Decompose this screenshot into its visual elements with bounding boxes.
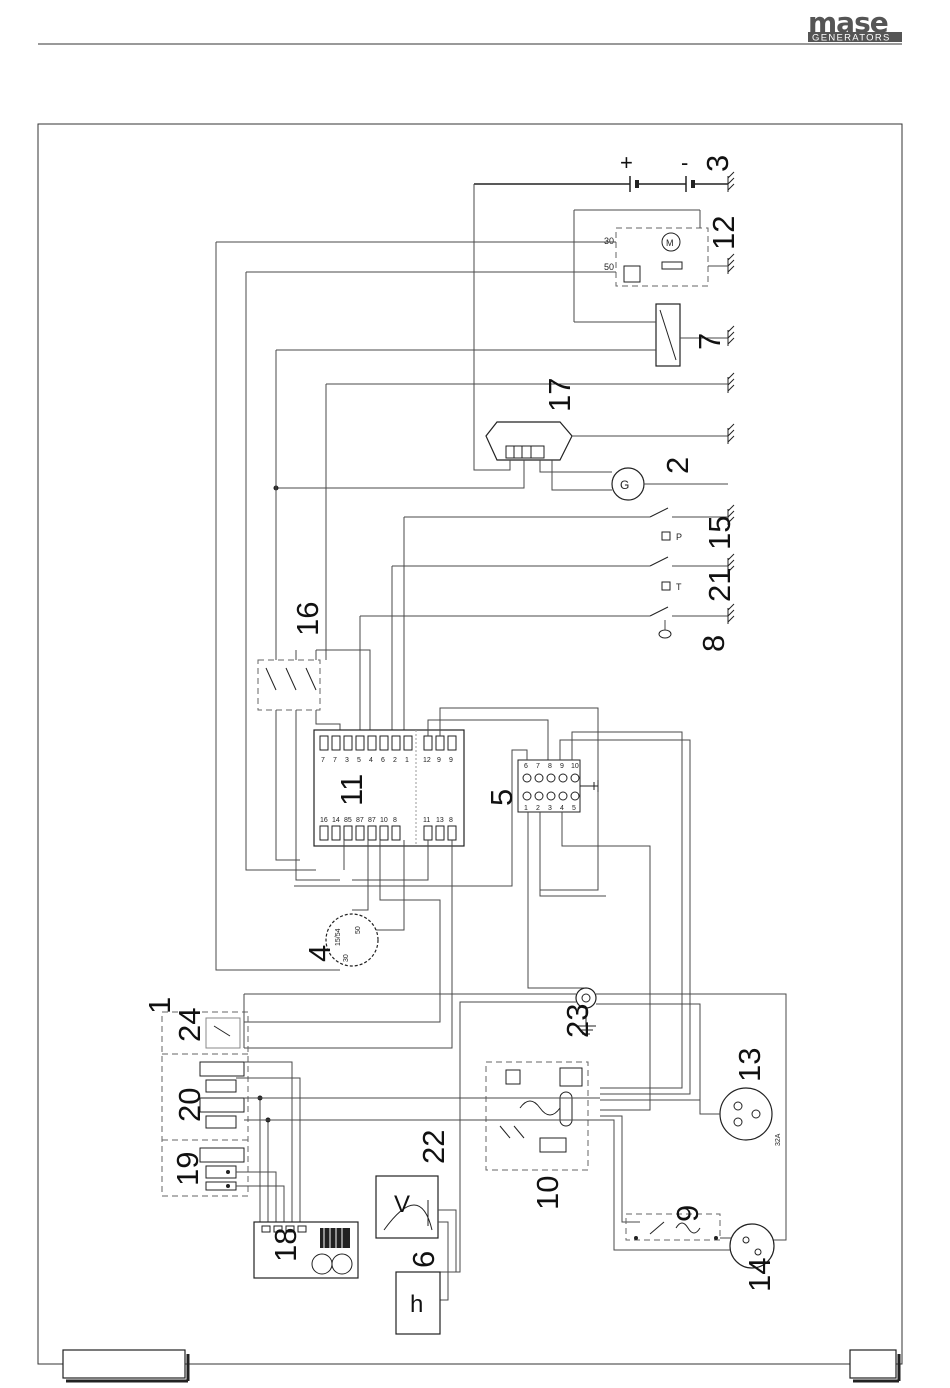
terminal-label: 9	[560, 763, 564, 770]
voltmeter-symbol: V	[394, 1191, 410, 1218]
socket-rating: 32A	[775, 1133, 782, 1146]
label-8: 8	[696, 635, 731, 652]
label-5: 5	[484, 789, 519, 806]
battery: + -	[474, 150, 728, 192]
motor-symbol: M	[666, 238, 674, 248]
pin-label: 11	[423, 817, 430, 824]
pin-label: 7	[333, 757, 337, 764]
fuel-level-switch	[360, 607, 728, 638]
footer-boxes	[63, 1350, 899, 1381]
pin-label: 13	[436, 817, 444, 824]
label-15: 15	[702, 516, 737, 550]
terminal-label: 7	[536, 763, 540, 770]
label-10: 10	[530, 1176, 565, 1210]
socket-32a: 32A	[700, 1088, 782, 1146]
label-2: 2	[660, 457, 695, 474]
pin-label: 1	[405, 757, 409, 764]
temperature-switch: T	[392, 557, 728, 592]
terminal-label: 6	[524, 763, 528, 770]
key-pin-30: 30	[343, 954, 350, 962]
terminal-label: 3	[548, 805, 552, 812]
voltage-regulator	[486, 422, 728, 460]
starter-pin-30: 30	[604, 236, 614, 246]
label-11: 11	[334, 774, 369, 806]
relay-top-right-pins: 12 9 9	[423, 736, 456, 764]
relay-bottom-right-pins: 11 13 8	[423, 817, 456, 840]
pin-label: 7	[321, 757, 325, 764]
pin-label: 87	[368, 817, 376, 824]
pin-label: 9	[449, 757, 453, 764]
label-13: 13	[732, 1048, 767, 1082]
label-3: 3	[700, 155, 735, 172]
ac-switchgear	[484, 1062, 640, 1250]
label-7: 7	[692, 333, 727, 350]
diagram-frame	[38, 124, 902, 1364]
label-12: 12	[706, 216, 741, 250]
pin-label: 10	[380, 817, 388, 824]
pin-label: 14	[332, 817, 340, 824]
pin-label: 6	[381, 757, 385, 764]
starter-motor: M 30 50	[604, 228, 708, 286]
label-16: 16	[290, 602, 325, 636]
pin-label: 85	[344, 817, 352, 824]
label-24: 24	[172, 1008, 207, 1042]
pin-label: 2	[393, 757, 397, 764]
label-6: 6	[406, 1251, 441, 1268]
hourmeter-symbol: h	[410, 1291, 423, 1318]
label-4: 4	[302, 945, 337, 962]
pin-label: 9	[437, 757, 441, 764]
label-22: 22	[416, 1130, 451, 1164]
terminal-label: 1	[524, 805, 528, 812]
terminal-label: 10	[571, 763, 579, 770]
pin-label: 16	[320, 817, 328, 824]
pin-label: 4	[369, 757, 373, 764]
terminal-label: 2	[536, 805, 540, 812]
label-14: 14	[742, 1258, 777, 1292]
brand-logo: mase GENERATORS	[808, 6, 902, 44]
key-pin-50: 50	[355, 926, 362, 934]
terminal-label: 5	[572, 805, 576, 812]
pin-label: 8	[393, 817, 397, 824]
pin-label: 5	[357, 757, 361, 764]
key-pin-1554: 15/54	[335, 928, 342, 946]
label-23: 23	[560, 1004, 595, 1038]
pin-label: 87	[356, 817, 364, 824]
pin-label: 12	[423, 757, 431, 764]
label-21: 21	[702, 568, 737, 602]
label-18: 18	[268, 1228, 303, 1262]
battery-plus: +	[620, 150, 633, 175]
label-20: 20	[172, 1088, 207, 1122]
temp-switch-label: T	[676, 582, 682, 592]
oil-pressure-switch: P	[404, 508, 728, 542]
hour-meter: h	[396, 1272, 440, 1334]
control-board: 7 7 3 5 4 6 2 1 12 9 9 16 14	[244, 708, 598, 1048]
logo-subtitle: GENERATORS	[812, 33, 891, 44]
starter-pin-50: 50	[604, 262, 614, 272]
label-19: 19	[170, 1152, 205, 1186]
pin-label: 8	[449, 817, 453, 824]
upper-wiring	[216, 184, 728, 970]
label-9: 9	[670, 1205, 705, 1222]
battery-minus: -	[681, 150, 688, 175]
pressure-switch-label: P	[676, 532, 682, 542]
terminal-label: 8	[548, 763, 552, 770]
pin-label: 3	[345, 757, 349, 764]
terminal-label: 4	[560, 805, 564, 812]
label-17: 17	[542, 378, 577, 412]
alternator-symbol: G	[620, 478, 629, 492]
